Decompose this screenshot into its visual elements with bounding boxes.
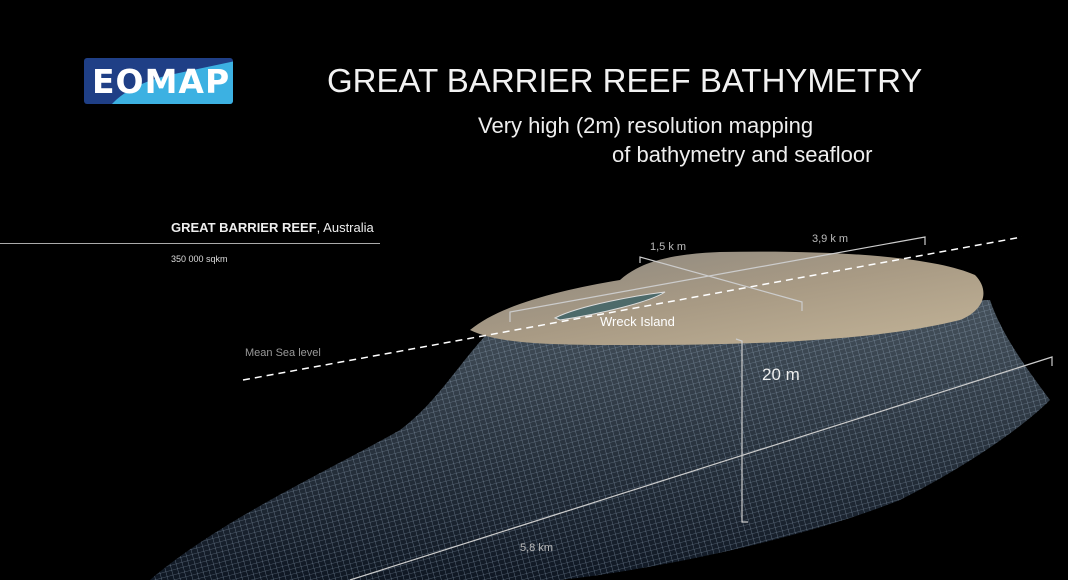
length-label: 5,8 km: [520, 542, 554, 554]
width-1-5km-bracket: [639, 256, 803, 311]
subtitle-line-1: Very high (2m) resolution mapping: [478, 113, 814, 138]
location-country: , Australia: [316, 220, 374, 235]
wreck-island-label: Wreck Island: [600, 314, 675, 329]
width-short-label: 1,5 k m: [650, 241, 687, 253]
depth-20m-bracket: [735, 338, 748, 523]
mean-sea-level-label: Mean Sea level: [245, 347, 321, 359]
length-5-8km-line: [349, 356, 1053, 580]
eomap-logo: EOMAP: [84, 58, 233, 104]
subtitle-line-2: of bathymetry and seafloor: [612, 142, 873, 167]
location-name: GREAT BARRIER REEF: [171, 220, 317, 235]
mean-sea-level-line: [242, 236, 1023, 381]
location-heading: GREAT BARRIER REEF, Australia: [171, 220, 374, 235]
divider: [0, 243, 380, 244]
reef-top: [470, 251, 984, 345]
page-title: GREAT BARRIER REEF BATHYMETRY: [327, 62, 923, 99]
length-3-9km-bracket: [509, 236, 926, 322]
logo-text: EOMAP: [92, 62, 231, 101]
wreck-island: [553, 291, 666, 321]
seafloor-mesh: [150, 300, 1050, 580]
width-long-label: 3,9 k m: [812, 233, 849, 245]
depth-label: 20 m: [762, 365, 800, 384]
location-area: 350 000 sqkm: [171, 254, 228, 264]
